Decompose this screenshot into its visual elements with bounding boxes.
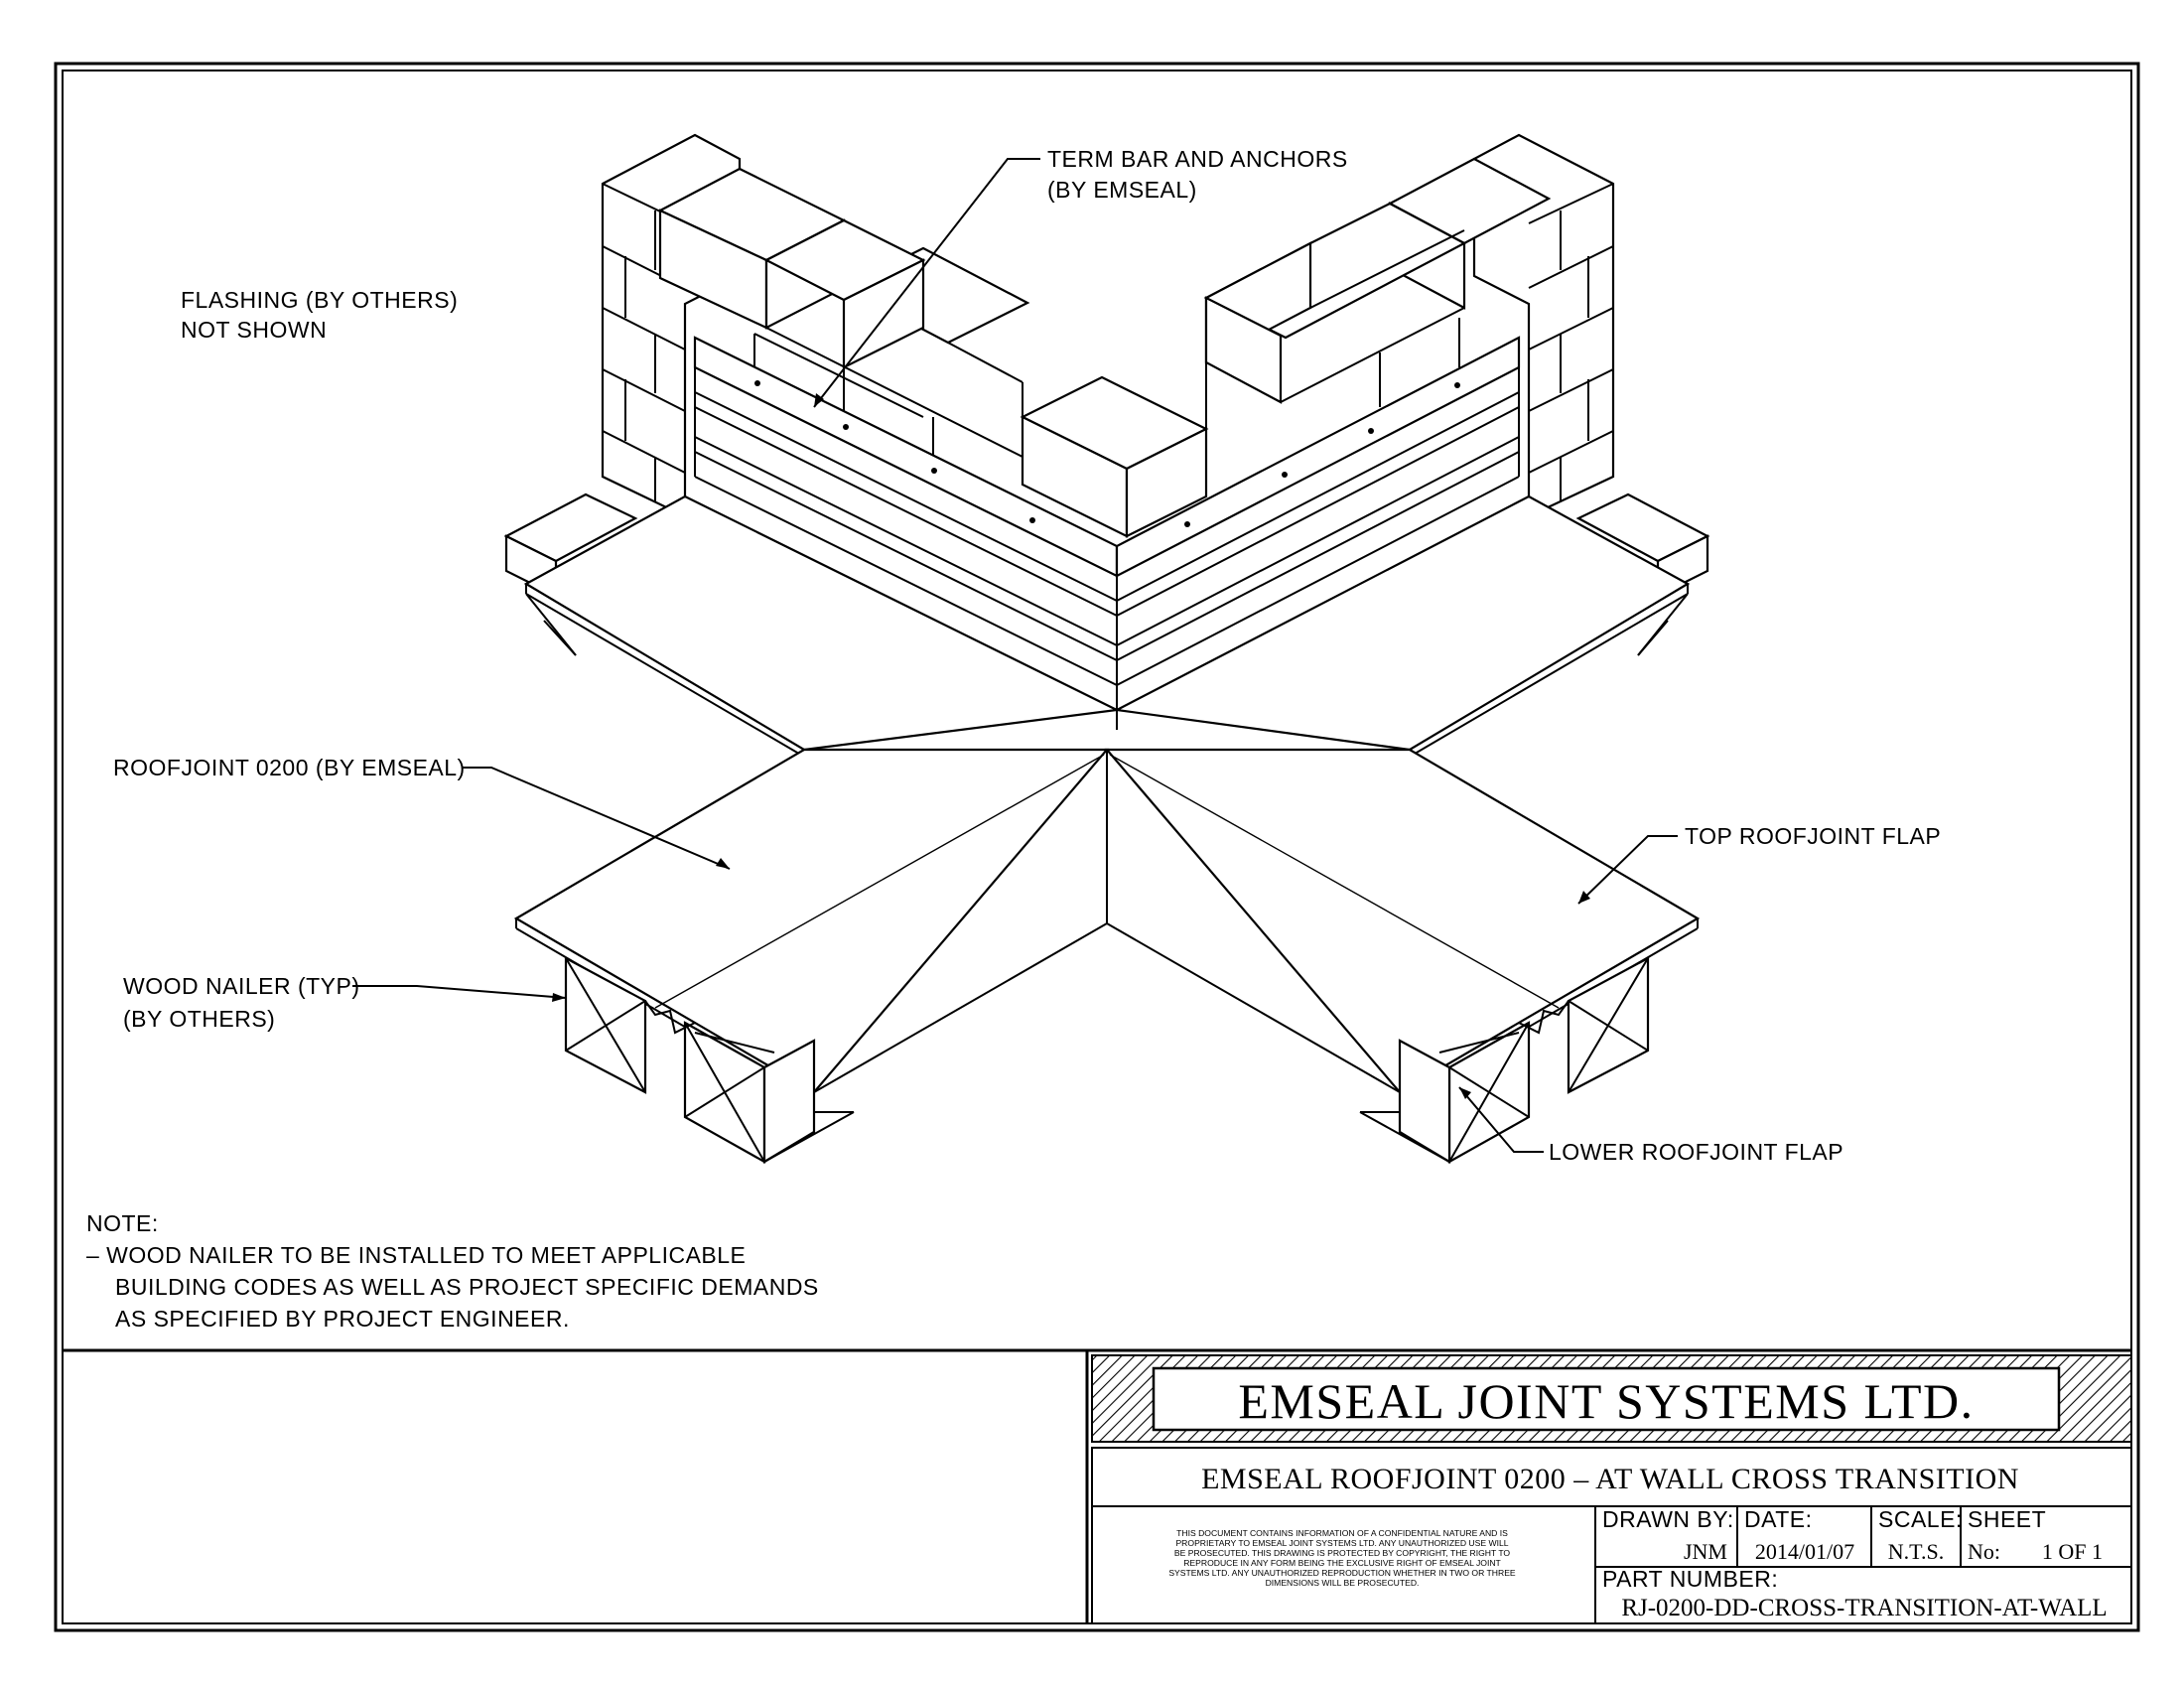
roof-membrane-back <box>523 494 1691 758</box>
company-name: EMSEAL JOINT SYSTEMS LTD. <box>1238 1373 1974 1429</box>
drawn-by-label: DRAWN BY: <box>1602 1506 1734 1532</box>
isometric-wall-cross-transition <box>352 133 1710 1164</box>
sheet-no-label: No: <box>1968 1539 2000 1564</box>
drawn-by-value: JNM <box>1684 1539 1727 1564</box>
label-term-bar-by: (BY EMSEAL) <box>1047 177 1197 203</box>
date-value: 2014/01/07 <box>1755 1539 1854 1564</box>
scale-value: N.T.S. <box>1888 1539 1944 1564</box>
label-top-flap: TOP ROOFJOINT FLAP <box>1685 823 1941 849</box>
corner-brick <box>947 342 1209 538</box>
roofjoint-cross <box>513 748 1701 1103</box>
drawing-labels: TERM BAR AND ANCHORS (BY EMSEAL) FLASHIN… <box>113 146 1941 1165</box>
part-number-label: PART NUMBER: <box>1602 1566 1778 1592</box>
sheet-label: SHEET <box>1968 1506 2046 1532</box>
label-flashing: FLASHING (BY OTHERS) <box>181 287 458 313</box>
disclaimer: THIS DOCUMENT CONTAINS INFORMATION OF A … <box>1168 1528 1516 1588</box>
disclaimer-line-2: PROPRIETARY TO EMSEAL JOINT SYSTEMS LTD.… <box>1175 1538 1508 1548</box>
note-block: NOTE: – WOOD NAILER TO BE INSTALLED TO M… <box>86 1210 819 1332</box>
disclaimer-line-4: REPRODUCE IN ANY FORM BEING THE EXCLUSIV… <box>1183 1558 1501 1568</box>
disclaimer-line-3: BE PROSECUTED. THIS DRAWING IS PROTECTED… <box>1174 1548 1511 1558</box>
term-bar-right <box>1115 336 1521 730</box>
disclaimer-line-6: DIMENSIONS WILL BE PROSECUTED. <box>1266 1578 1420 1588</box>
label-term-bar: TERM BAR AND ANCHORS <box>1047 146 1348 172</box>
label-roofjoint: ROOFJOINT 0200 (BY EMSEAL) <box>113 755 466 780</box>
date-label: DATE: <box>1744 1506 1813 1532</box>
label-wood-nailer-by: (BY OTHERS) <box>123 1006 275 1032</box>
wood-nailer-right <box>1359 956 1650 1164</box>
sheet-value: 1 OF 1 <box>2042 1539 2103 1564</box>
label-wood-nailer: WOOD NAILER (TYP) <box>123 973 360 999</box>
term-bar-left <box>693 336 1119 686</box>
label-flashing-not-shown: NOT SHOWN <box>181 317 327 343</box>
note-heading: NOTE: <box>86 1210 159 1236</box>
note-line-1: – WOOD NAILER TO BE INSTALLED TO MEET AP… <box>86 1242 746 1268</box>
note-line-2: BUILDING CODES AS WELL AS PROJECT SPECIF… <box>115 1274 819 1300</box>
drawing-title: EMSEAL ROOFJOINT 0200 – AT WALL CROSS TR… <box>1201 1463 2019 1495</box>
leader-lines <box>352 158 1678 1153</box>
disclaimer-line-1: THIS DOCUMENT CONTAINS INFORMATION OF A … <box>1176 1528 1508 1538</box>
title-block: EMSEAL JOINT SYSTEMS LTD. EMSEAL ROOFJOI… <box>1091 1354 2132 1624</box>
wood-nailer-left <box>564 956 855 1164</box>
brick-wall-right <box>1203 133 1615 518</box>
note-line-3: AS SPECIFIED BY PROJECT ENGINEER. <box>115 1306 570 1332</box>
part-number-value: RJ-0200-DD-CROSS-TRANSITION-AT-WALL <box>1621 1595 2107 1621</box>
brick-wall-left <box>601 133 1030 518</box>
scale-label: SCALE: <box>1878 1506 1963 1532</box>
disclaimer-line-5: SYSTEMS LTD. ANY UNAUTHORIZED REPRODUCTI… <box>1168 1568 1516 1578</box>
label-lower-flap: LOWER ROOFJOINT FLAP <box>1549 1139 1843 1165</box>
